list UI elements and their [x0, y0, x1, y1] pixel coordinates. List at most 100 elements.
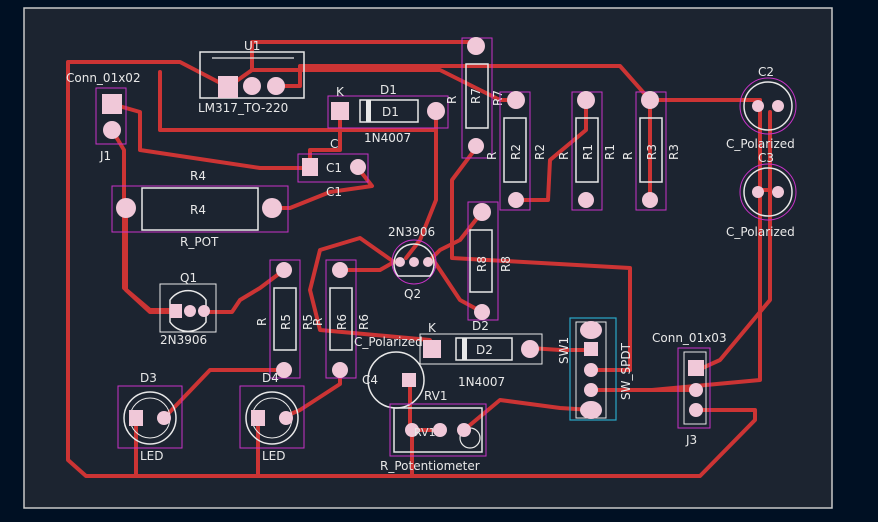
footprint-r4[interactable]: R4 R4 R_POT	[111, 169, 289, 249]
footprint-rv1[interactable]: RV1 RV1 R_Potentiometer	[380, 389, 487, 473]
r6-pad-1[interactable]	[332, 262, 348, 278]
r5-value: R	[255, 318, 269, 326]
j1-pad-1[interactable]	[102, 94, 122, 114]
trace-u1-r2[interactable]	[226, 68, 518, 102]
j3-pad-1[interactable]	[688, 360, 704, 376]
footprint-c2[interactable]: C2 C_Polarized	[726, 65, 797, 151]
trace-c1-r4[interactable]	[270, 166, 374, 210]
d4-pad-1[interactable]	[251, 410, 265, 426]
q1-pad-2[interactable]	[184, 305, 196, 317]
trace-gnd[interactable]	[66, 60, 757, 478]
trace-r2-r1[interactable]	[514, 98, 588, 202]
r5-pad-1[interactable]	[276, 262, 292, 278]
q1-pad-3[interactable]	[198, 305, 210, 317]
rv1-pad-2[interactable]	[433, 423, 447, 437]
r8-courtyard	[467, 201, 499, 321]
r4-pad-2[interactable]	[262, 198, 282, 218]
trace-r8-q2[interactable]	[426, 210, 484, 264]
footprint-d4[interactable]: D4 LED	[239, 371, 305, 463]
footprint-d1[interactable]: K D1 D1 1N4007	[327, 83, 449, 145]
footprint-r5[interactable]: R5 R5 R	[255, 259, 315, 379]
footprint-j3[interactable]: Conn_01x03 J3	[652, 331, 727, 447]
copper-traces[interactable]	[66, 40, 772, 478]
r3-pad-2[interactable]	[642, 192, 658, 208]
d3-pad-1[interactable]	[129, 410, 143, 426]
trace-r6-q2[interactable]	[338, 260, 396, 272]
footprint-d2[interactable]: K D2 D2 1N4007	[419, 319, 543, 389]
trace-d1-q2[interactable]	[404, 110, 438, 260]
footprint-sw1[interactable]: SW1 SW_SPDT	[557, 317, 633, 421]
r7-pad-2[interactable]	[468, 138, 484, 154]
d4-value: LED	[262, 449, 286, 463]
trace-d2-sw[interactable]	[528, 346, 594, 352]
r2-pad-1[interactable]	[507, 91, 525, 109]
r1-pad-2[interactable]	[578, 192, 594, 208]
j3-pad-3[interactable]	[689, 403, 703, 417]
u1-pad-3[interactable]	[267, 77, 285, 95]
footprint-r3[interactable]: R3 R3 R	[621, 91, 681, 211]
footprint-d3[interactable]: D3 LED	[117, 371, 183, 463]
d3-pad-2[interactable]	[157, 411, 171, 425]
footprint-r2[interactable]: R2 R2 R	[485, 91, 547, 211]
footprint-c1[interactable]: C C1 C1	[297, 137, 369, 199]
sw1-pad-2[interactable]	[584, 363, 598, 377]
d2-pad-k[interactable]	[423, 340, 441, 358]
rv1-ref: RV1	[424, 389, 448, 403]
j3-pad-2[interactable]	[689, 383, 703, 397]
r4-pad-1[interactable]	[116, 198, 136, 218]
q2-pad-3[interactable]	[423, 257, 433, 267]
footprint-r1[interactable]: R1 R1 R	[557, 91, 617, 211]
rv1-pad-3[interactable]	[457, 423, 471, 437]
trace-vout[interactable]	[274, 64, 762, 102]
q2-pad-1[interactable]	[395, 257, 405, 267]
u1-pad-1[interactable]	[218, 76, 238, 98]
c2-pad-1[interactable]	[752, 100, 764, 112]
trace-q2-r8[interactable]	[430, 256, 484, 314]
d1-pad-a[interactable]	[427, 102, 445, 120]
footprint-r8[interactable]: R8 R8	[467, 201, 513, 321]
r1-pad-1[interactable]	[577, 91, 595, 109]
footprint-q2[interactable]: 2N3906 Q2	[388, 225, 437, 301]
rv1-value: R_Potentiometer	[380, 459, 480, 473]
footprint-q1[interactable]: Q1 2N3906	[159, 271, 217, 347]
r4-ref: R4	[190, 169, 206, 183]
c1-pad-1[interactable]	[302, 158, 318, 176]
sw1-pad-1[interactable]	[584, 342, 598, 356]
footprint-r7[interactable]: R7 R7 R	[445, 37, 505, 159]
q2-pad-2[interactable]	[409, 257, 419, 267]
trace-j1-c1[interactable]	[110, 102, 304, 170]
r3-pad-1[interactable]	[641, 91, 659, 109]
trace-u1-r7[interactable]	[250, 40, 478, 72]
footprint-u1[interactable]: U1 LM317_TO-220	[198, 39, 305, 115]
d2-k-label: K	[428, 321, 437, 335]
r7-pad-1[interactable]	[467, 37, 485, 55]
trace-r5-d3[interactable]	[164, 368, 286, 418]
r8-pad-2[interactable]	[474, 304, 490, 320]
footprint-j1[interactable]: Conn_01x02 J1	[66, 71, 141, 163]
r8-pad-1[interactable]	[473, 203, 491, 221]
footprint-r6[interactable]: R6 R6 R	[311, 259, 371, 379]
c1-pad-2[interactable]	[350, 159, 366, 175]
trace-c2-j3[interactable]	[696, 110, 772, 372]
sw1-pad-3[interactable]	[584, 383, 598, 397]
trace-r7-sw[interactable]	[450, 146, 632, 372]
r6-pad-2[interactable]	[332, 362, 348, 378]
d1-pad-k[interactable]	[331, 102, 349, 120]
d4-pad-2[interactable]	[279, 411, 293, 425]
j1-pad-2[interactable]	[103, 121, 121, 139]
footprint-c3[interactable]: C3 C_Polarized	[726, 151, 797, 239]
u1-pad-2[interactable]	[243, 77, 261, 95]
r2-pad-2[interactable]	[508, 192, 524, 208]
rv1-pad-1[interactable]	[405, 423, 419, 437]
c4-pad-1[interactable]	[402, 373, 416, 387]
r5-pad-2[interactable]	[276, 362, 292, 378]
c2-pad-2[interactable]	[772, 100, 784, 112]
d2-pad-a[interactable]	[521, 340, 539, 358]
q1-pad-1[interactable]	[170, 304, 182, 318]
c3-pad-1[interactable]	[752, 186, 764, 198]
trace-r4-q1[interactable]	[124, 206, 180, 314]
c3-pad-2[interactable]	[772, 186, 784, 198]
trace-r5-q1[interactable]	[204, 268, 286, 314]
